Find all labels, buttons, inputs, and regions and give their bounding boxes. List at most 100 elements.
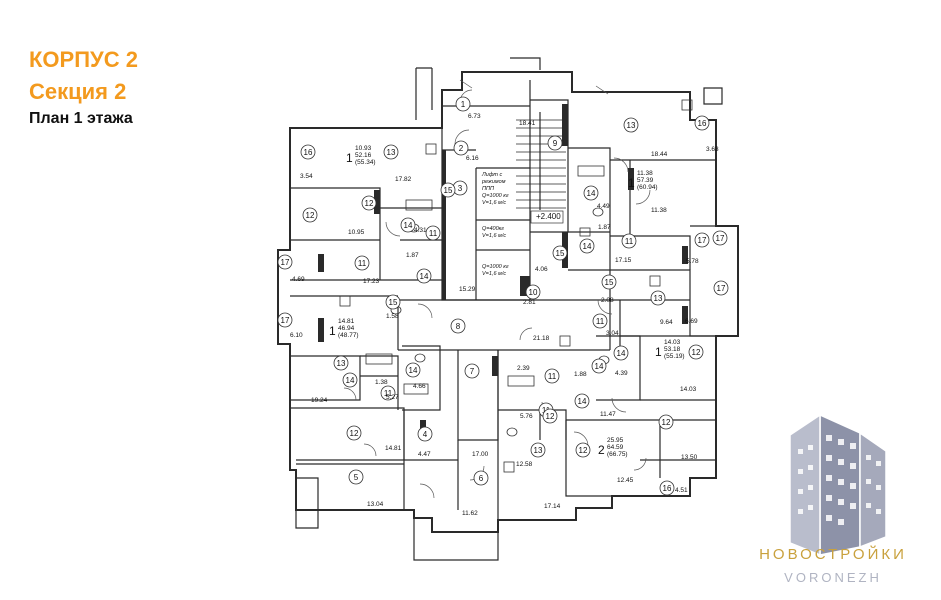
room-number-circle <box>583 185 599 201</box>
apartment-area: 10.93 <box>355 145 372 152</box>
room-number: 17 <box>717 284 726 293</box>
room-number: 11 <box>625 237 634 246</box>
apartment-area: 64.59 <box>607 444 624 451</box>
room-number-circle <box>650 290 666 306</box>
room-number-marker: 12 <box>542 408 558 424</box>
room-area-label: 12.58 <box>516 461 533 468</box>
fixtures <box>339 99 693 473</box>
room-number-circle <box>277 254 293 270</box>
apartment-area: 52.16 <box>355 152 372 159</box>
room-number-marker: 12 <box>658 414 674 430</box>
room-area-label: 19.24 <box>311 397 328 404</box>
room-number-marker: 14 <box>574 393 590 409</box>
room-number-circle <box>405 362 421 378</box>
apartment-area: 14.81 <box>338 318 355 325</box>
room-number-circle <box>361 195 377 211</box>
apartment-area: 46.94 <box>338 325 355 332</box>
building-title: КОРПУС 2 <box>29 47 138 72</box>
room-area-label: 3.63 <box>706 146 719 153</box>
room-area-label: 5.76 <box>520 413 533 420</box>
room-number-marker: 9 <box>547 135 563 151</box>
room-number-circle <box>380 385 396 401</box>
room-number-circle <box>455 96 471 112</box>
room-number-marker: 15 <box>552 245 568 261</box>
room-number-marker: 17 <box>694 232 710 248</box>
apartment-area: (66.75) <box>607 451 628 458</box>
room-number-circle <box>592 313 608 329</box>
room-number: 13 <box>654 294 663 303</box>
room-number-marker: 13 <box>623 117 639 133</box>
apartment-area: (55.19) <box>664 353 685 360</box>
room-number-circle <box>579 238 595 254</box>
room-number-marker: 14 <box>416 268 432 284</box>
room-area-label: 13.50 <box>681 454 698 461</box>
room-number-circle <box>416 268 432 284</box>
room-number-circle <box>525 284 541 300</box>
room-number-circle <box>346 425 362 441</box>
room-number-marker: 6 <box>473 470 489 486</box>
apartment-area: (60.94) <box>637 184 658 191</box>
apartment-room-count: 1 <box>655 345 662 359</box>
room-number-marker: 5 <box>348 469 364 485</box>
room-area-label: 5.78 <box>686 258 699 265</box>
apartment-room-count: 1 <box>346 151 353 165</box>
apartment-labels: 110.9352.16(55.34)111.3857.39(60.94)114.… <box>329 145 685 458</box>
room-area-label: 4.06 <box>535 266 548 273</box>
room-number: 14 <box>409 366 418 375</box>
room-number: 6 <box>479 474 484 483</box>
stair-level-box <box>530 210 564 224</box>
room-number: 14 <box>420 272 429 281</box>
apartment-area: (55.34) <box>355 159 376 166</box>
elevator-label-line: Q=1000 кг <box>482 264 509 270</box>
room-number-circle <box>417 426 433 442</box>
room-number-marker: 11 <box>380 385 396 401</box>
room-area-label: 4.47 <box>418 451 431 458</box>
room-number-circle <box>277 312 293 328</box>
room-number-marker: 14 <box>583 185 599 201</box>
apartment-area: 25.95 <box>607 437 624 444</box>
room-number-circle <box>694 115 710 131</box>
room-area-label: 4.39 <box>615 370 628 377</box>
room-area-label: 2.81 <box>523 299 536 306</box>
room-number-marker: 14 <box>579 238 595 254</box>
room-number-marker: 13 <box>333 355 349 371</box>
room-number: 14 <box>404 221 413 230</box>
room-area-label: 1.87 <box>598 224 611 231</box>
room-area-label: 17.23 <box>363 278 380 285</box>
room-number-marker: 17 <box>713 280 729 296</box>
room-area-label: 13.04 <box>367 501 384 508</box>
room-area-label: 4.69 <box>292 276 305 283</box>
room-number-circle <box>440 182 456 198</box>
room-number: 12 <box>306 211 315 220</box>
room-area-label: 2.08 <box>601 297 614 304</box>
room-number-marker: 15 <box>440 182 456 198</box>
room-number: 13 <box>534 446 543 455</box>
room-area-label: 4.51 <box>675 487 688 494</box>
room-number-circle <box>542 408 558 424</box>
room-area-label: 1.58 <box>386 313 399 320</box>
room-number-marker: 11 <box>621 233 637 249</box>
room-area-label: 1.38 <box>375 379 388 386</box>
room-number-circle <box>658 414 674 430</box>
apartment-area: 57.39 <box>637 177 654 184</box>
room-number-marker: 12 <box>361 195 377 211</box>
room-area-label: 4.49 <box>597 203 610 210</box>
apartment-area: (48.77) <box>338 332 359 339</box>
room-number-circle <box>544 368 560 384</box>
room-number: 14 <box>583 242 592 251</box>
room-number: 15 <box>556 249 565 258</box>
room-area-label: 18.41 <box>519 120 536 127</box>
room-area-label: 1.88 <box>574 371 587 378</box>
room-area-label: 3.54 <box>300 173 313 180</box>
room-number: 13 <box>337 359 346 368</box>
room-number-circle <box>333 355 349 371</box>
room-area-label: 11.38 <box>651 207 667 214</box>
room-number-circle <box>623 117 639 133</box>
stair-level-label: +2.400 <box>536 212 561 221</box>
room-number: 12 <box>692 348 701 357</box>
room-area-label: 6.16 <box>466 155 479 162</box>
